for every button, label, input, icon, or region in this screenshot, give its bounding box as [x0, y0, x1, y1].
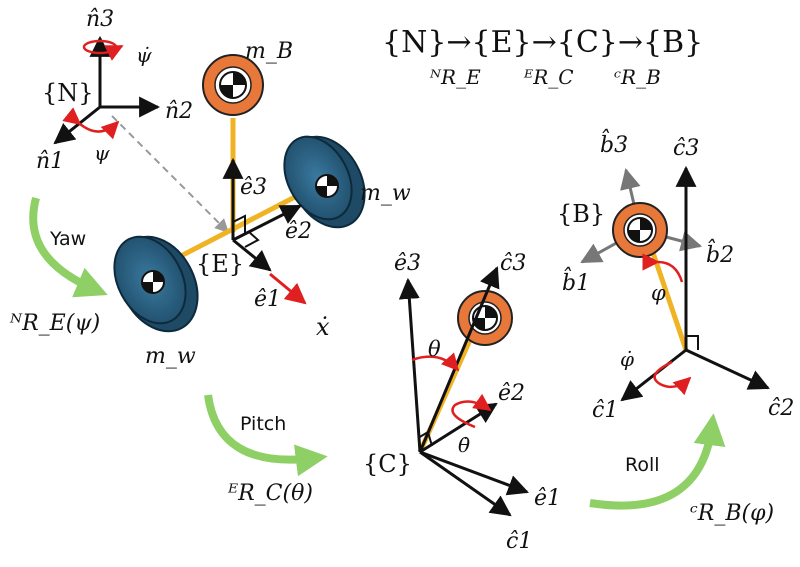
n1-axis — [53, 105, 101, 145]
roll-label: Roll — [625, 454, 660, 476]
c-frame: ê3 ĉ3 ê2 ê1 ĉ1 θ θ̇ {C} — [363, 251, 561, 554]
body-mass — [202, 54, 264, 116]
phi-label: φ — [651, 281, 666, 305]
right-angle-mark-1 — [232, 214, 246, 234]
b-b1-label: b̂1 — [562, 267, 590, 296]
b-b2-label: b̂2 — [706, 239, 734, 268]
c-e2-axis — [419, 402, 498, 454]
c-c1-label: ĉ1 — [506, 529, 532, 554]
frame-b-label: {B} — [557, 200, 605, 228]
b-c2-axis — [685, 348, 770, 390]
c-c3-label: ĉ3 — [500, 251, 526, 276]
pitch-matrix-label: ᴱR_C(θ) — [227, 481, 313, 506]
rot-ne-label: ᴺR_E — [429, 65, 481, 89]
c-e3-axis — [398, 277, 422, 453]
yaw-label: Yaw — [49, 228, 86, 250]
b-b3-label: b̂3 — [600, 129, 628, 158]
body-mass-label: m_B — [245, 39, 293, 64]
theta-dot-rotation-arrow — [451, 393, 492, 429]
n3-label: n̂3 — [86, 7, 114, 32]
left-wheel — [113, 235, 199, 333]
frame-c-label: {C} — [363, 450, 412, 478]
e3-label: ê3 — [240, 175, 267, 200]
c-e2-label: ê2 — [498, 381, 525, 406]
frame-chain: {N}→{E}→{C}→{B} ᴺR_E ᴱR_C ᶜR_B — [382, 25, 703, 89]
c-e3-label: ê3 — [394, 251, 421, 276]
c-e1-axis — [419, 450, 529, 496]
e1-label: ê1 — [254, 287, 281, 312]
b-c2-label: ĉ2 — [768, 396, 794, 421]
theta-label: θ — [428, 337, 441, 361]
psi-label: ψ — [94, 141, 110, 165]
n2-label: n̂2 — [165, 99, 193, 124]
b-body-mass — [612, 202, 668, 258]
b-c1-label: ĉ1 — [592, 398, 618, 423]
phi-dot-rotation-arrow — [653, 360, 692, 396]
yaw-green-arrow — [29, 196, 108, 298]
yaw-matrix-label: ᴺR_E(ψ) — [9, 311, 100, 336]
e2-label: ê2 — [285, 219, 312, 244]
pitch-label: Pitch — [240, 413, 286, 435]
n1-label: n̂1 — [36, 149, 64, 174]
psi-dot-label: ψ̇ — [136, 43, 152, 67]
e1-axis — [232, 238, 272, 272]
frame-chain-expr: {N}→{E}→{C}→{B} — [382, 25, 703, 60]
b-frame: b̂3 b̂2 b̂1 ĉ3 ĉ2 ĉ1 φ φ̇ {B} — [557, 129, 794, 423]
n-frame: n̂3 n̂2 n̂1 ψ̇ ψ {N} — [36, 7, 229, 233]
x-dot-velocity-arrow — [269, 272, 307, 305]
robot-model: ê3 ê2 ê1 ẋ {E} m_B m_w m_w — [113, 39, 411, 369]
frame-e-label: {E} — [196, 250, 244, 278]
b-c3-label: ĉ3 — [673, 136, 699, 161]
theta-angle-arc — [411, 352, 460, 372]
roll-green-arrow — [589, 413, 726, 510]
yaw-rotation: Yaw ᴺR_E(ψ) — [9, 196, 108, 336]
roll-rotation: Roll ᶜR_B(φ) — [589, 413, 774, 526]
b-right-angle-mark — [686, 335, 699, 350]
c-e1-label: ê1 — [534, 486, 561, 511]
c-right-angle-mark — [417, 430, 433, 447]
pitch-rotation: Pitch ᴱR_C(θ) — [204, 394, 328, 506]
c-c1-axis — [419, 450, 512, 517]
e2-axis — [232, 204, 302, 242]
psi-angle-arc — [62, 107, 120, 140]
rot-cb-label: ᶜR_B — [614, 65, 661, 89]
x-dot-label: ẋ — [316, 313, 330, 341]
roll-matrix-label: ᶜR_B(φ) — [690, 501, 774, 526]
frame-n-label: {N} — [42, 79, 94, 107]
n-to-e-dashed-line — [111, 115, 229, 233]
phi-dot-label: φ̇ — [620, 347, 634, 371]
right-angle-mark-2 — [244, 231, 260, 248]
right-wheel-mass-label: m_w — [360, 181, 411, 206]
phi-angle-arc — [642, 253, 684, 283]
pitch-green-arrow — [204, 394, 328, 477]
left-wheel-mass-label: m_w — [145, 344, 196, 369]
right-wheel — [283, 135, 366, 229]
rot-ec-label: ᴱR_C — [523, 65, 574, 89]
theta-dot-label: θ̇ — [458, 433, 470, 457]
